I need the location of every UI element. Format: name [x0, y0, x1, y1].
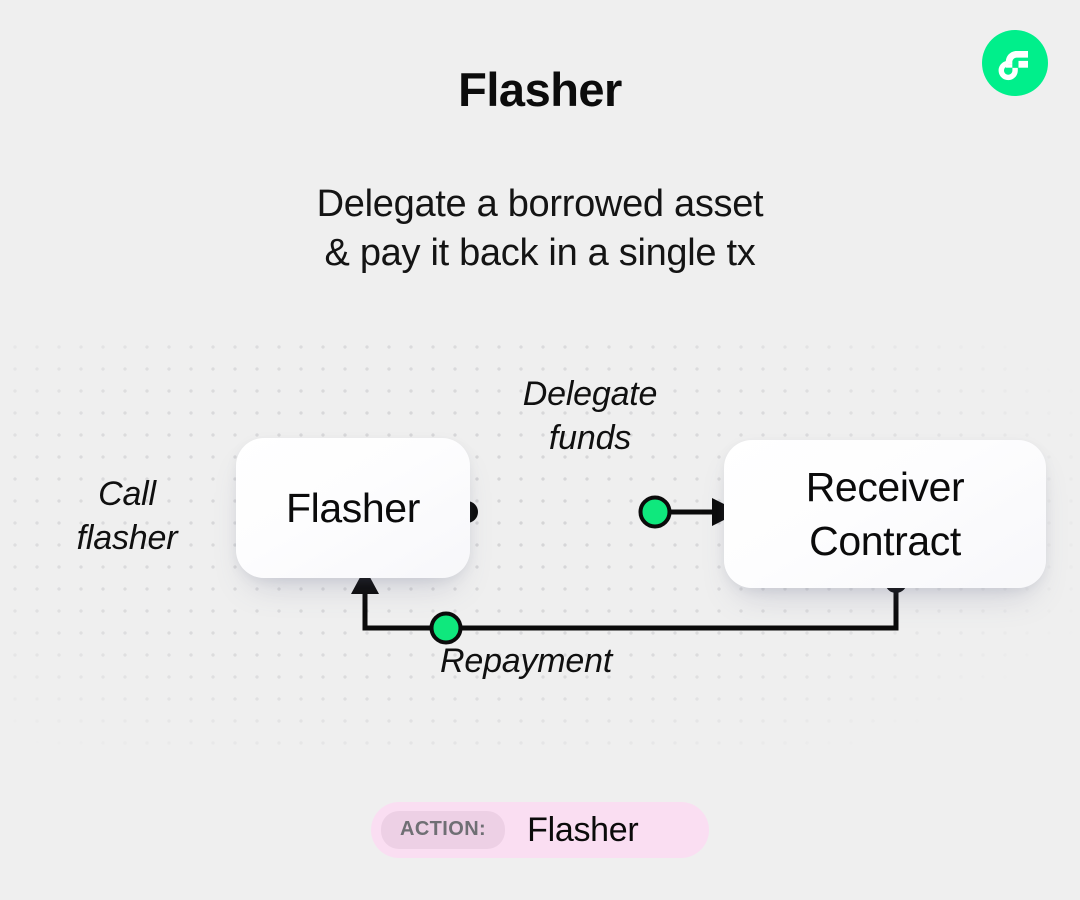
subtitle-line-2: & pay it back in a single tx	[324, 232, 756, 274]
edge-token-dot	[638, 495, 672, 529]
arrowhead-up-icon	[351, 568, 379, 594]
subtitle-line-1: Delegate a borrowed asset	[316, 183, 764, 225]
node-flasher-label: Flasher	[286, 484, 420, 531]
node-receiver-label-line-2: Contract	[809, 518, 961, 564]
label-repayment-text: Repayment	[440, 642, 613, 680]
label-delegate-funds-line-1: Delegate	[522, 375, 658, 413]
action-tag-badge: ACTION:	[381, 811, 506, 849]
node-receiver-contract[interactable]: Receiver Contract	[724, 440, 1046, 588]
page-title: Flasher	[458, 63, 622, 116]
edge-delegate-funds	[456, 495, 740, 529]
label-delegate-funds: Delegate funds	[455, 372, 725, 460]
page-subtitle: Delegate a borrowed asset & pay it back …	[0, 180, 1080, 278]
label-call-flasher-line-2: flasher	[76, 519, 178, 557]
flow-logo-icon	[982, 30, 1048, 96]
action-value: Flasher	[527, 810, 639, 849]
label-call-flasher: Call flasher	[32, 472, 222, 560]
edge-token-dot	[429, 611, 463, 645]
node-receiver-label-line-1: Receiver	[805, 464, 965, 510]
label-repayment: Repayment	[440, 640, 760, 682]
action-bar: ACTION: Flasher	[371, 802, 709, 858]
node-flasher[interactable]: Flasher	[236, 438, 470, 578]
label-delegate-funds-line-2: funds	[548, 419, 632, 457]
label-call-flasher-line-1: Call	[98, 475, 156, 513]
